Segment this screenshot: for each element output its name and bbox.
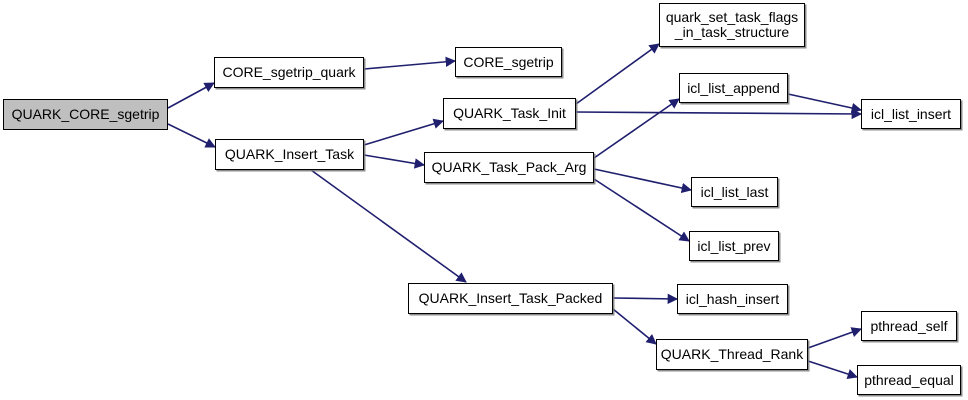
graph-node-icl_list_prev[interactable]: icl_list_prev (689, 231, 779, 261)
graph-node-quark_insert_task_packed[interactable]: QUARK_Insert_Task_Packed (408, 283, 613, 314)
graph-node-quark_thread_rank[interactable]: QUARK_Thread_Rank (656, 339, 808, 370)
graph-node-icl_hash_insert[interactable]: icl_hash_insert (677, 284, 788, 314)
call-edge (807, 327, 862, 349)
call-edge (167, 82, 215, 109)
graph-node-core_sgetrip[interactable]: CORE_sgetrip (455, 47, 562, 77)
graph-node-quark_core_sgetrip[interactable]: QUARK_CORE_sgetrip (3, 99, 168, 130)
graph-node-core_sgetrip_quark[interactable]: CORE_sgetrip_quark (214, 57, 364, 88)
call-edge (310, 169, 467, 283)
graph-node-pthread_self[interactable]: pthread_self (861, 311, 957, 341)
call-edge (167, 123, 216, 148)
call-edge (612, 308, 657, 345)
graph-node-quark_task_init[interactable]: QUARK_Task_Init (443, 98, 576, 129)
call-edge (363, 118, 444, 146)
call-edge (593, 168, 693, 194)
graph-node-icl_list_insert[interactable]: icl_list_insert (861, 99, 961, 129)
call-edge (787, 93, 863, 114)
call-edge (593, 178, 690, 242)
graph-node-quark_set_task_flags[interactable]: quark_set_task_flags _in_task_structure (659, 3, 805, 47)
call-edge (807, 360, 858, 380)
call-edge (575, 108, 863, 120)
graph-node-icl_list_last[interactable]: icl_list_last (691, 177, 778, 207)
graph-node-pthread_equal[interactable]: pthread_equal (857, 365, 961, 395)
graph-node-quark_task_pack_arg[interactable]: QUARK_Task_Pack_Arg (424, 152, 594, 183)
call-edge (363, 154, 426, 169)
call-edge (363, 56, 457, 70)
graph-node-icl_list_append[interactable]: icl_list_append (679, 73, 788, 103)
call-edge (612, 293, 679, 305)
call-edge (575, 43, 660, 105)
call-edge (593, 98, 680, 159)
graph-node-quark_insert_task[interactable]: QUARK_Insert_Task (215, 139, 364, 170)
